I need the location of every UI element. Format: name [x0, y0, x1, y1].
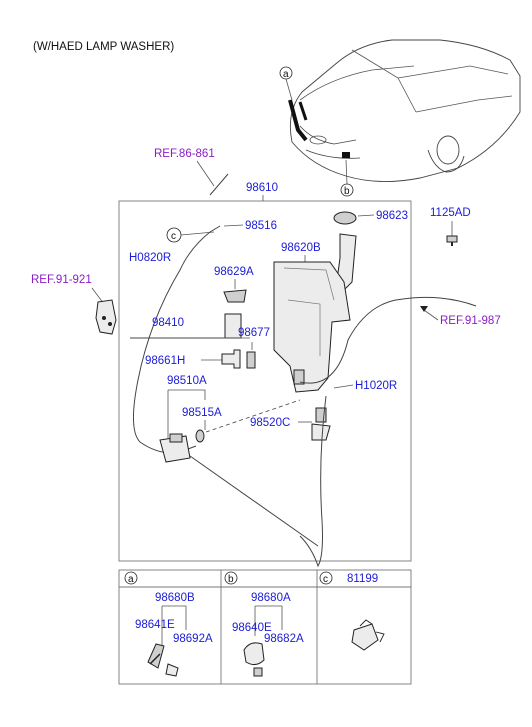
connector-98661h: [221, 349, 241, 369]
nozzle-98640e: [243, 642, 265, 666]
cap-98692a: [165, 663, 179, 677]
panel-c-part-1: 81199: [347, 573, 378, 585]
label-98623: 98623: [376, 210, 408, 222]
panel-a-part-3: 98692A: [173, 633, 213, 645]
label-98410: 98410: [152, 317, 184, 329]
ref-91-987: REF.91-987: [440, 315, 501, 327]
panel-b-part-3: 98682A: [264, 633, 304, 645]
label-98520c: 98520C: [250, 417, 290, 429]
label-98516: 98516: [245, 220, 277, 232]
label-98677: 98677: [238, 327, 270, 339]
callout-b-label: b: [344, 186, 350, 197]
nozzle-98641e: [147, 643, 165, 669]
assembly-frame: [118, 200, 412, 562]
label-98515a: 98515A: [182, 407, 222, 419]
callout-c-label: c: [171, 231, 176, 242]
panel-b-marker: [224, 571, 238, 585]
label-98629a: 98629A: [214, 266, 254, 278]
label-98610: 98610: [246, 182, 278, 194]
clip-81199: [351, 623, 379, 651]
panel-c-letter: c: [323, 574, 328, 585]
grommet-98677: [246, 351, 256, 369]
headlamp-nozzle-left: [95, 299, 117, 335]
label-98510a: 98510A: [167, 375, 207, 387]
seal-98515a: [195, 429, 205, 443]
car-illustration: [288, 39, 521, 183]
callout-a-label: a: [283, 69, 289, 80]
label-98620b: 98620B: [281, 242, 321, 254]
ref-91-921: REF.91-921: [31, 274, 92, 286]
page-title: (W/HAED LAMP WASHER): [33, 41, 174, 53]
reservoir-cap: [333, 211, 357, 225]
hose-h1020r: [299, 296, 477, 384]
panel-c-marker: [319, 571, 333, 585]
detail-panels: [118, 569, 412, 685]
bracket-98629a: [223, 289, 247, 303]
panel-b-part-1: 98680A: [251, 592, 291, 604]
sensor-98520c: [315, 407, 327, 423]
label-h0820r: H0820R: [129, 252, 171, 264]
panel-a-marker: [124, 571, 138, 585]
panel-a-letter: a: [128, 574, 134, 585]
label-98661h: 98661H: [145, 355, 185, 367]
panel-a-part-2: 98641E: [135, 619, 175, 631]
label-h1020r: H1020R: [355, 380, 397, 392]
panel-b-letter: b: [228, 574, 234, 585]
panel-a-part-1: 98680B: [155, 592, 195, 604]
panel-b-part-2: 98640E: [232, 622, 272, 634]
bolt-1125ad: [446, 235, 458, 243]
washer-reservoir: [273, 233, 357, 393]
label-1125ad: 1125AD: [430, 207, 471, 219]
cap-98682a: [253, 667, 263, 677]
ref-86-861: REF.86-861: [154, 148, 215, 160]
hose-h0820r: [132, 225, 221, 454]
